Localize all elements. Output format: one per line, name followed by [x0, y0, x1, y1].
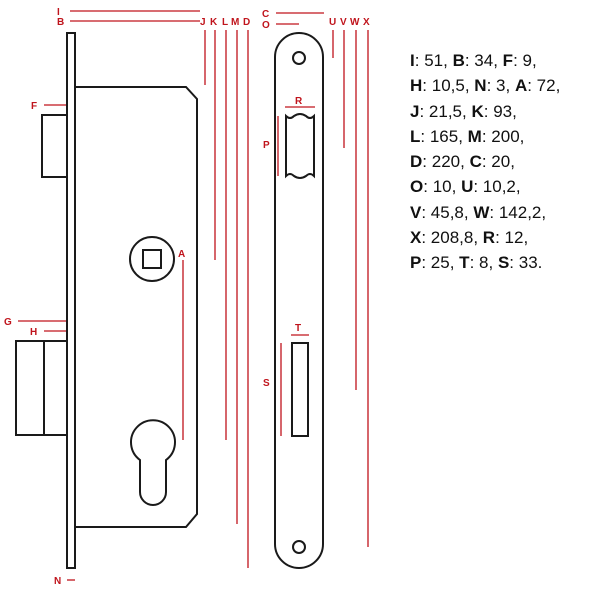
- label-g: G: [4, 317, 12, 328]
- label-f: F: [31, 101, 37, 112]
- legend-row: I: 51, B: 34, F: 9,: [410, 51, 537, 70]
- face-plate: [66, 32, 76, 569]
- latch-opening: [285, 113, 315, 179]
- legend-value: 72: [536, 76, 556, 96]
- legend-key: V: [410, 202, 422, 222]
- legend-key: K: [471, 101, 484, 121]
- front-plate: [274, 32, 324, 569]
- label-w: W: [350, 17, 360, 28]
- legend-key: R: [482, 228, 496, 248]
- legend-value: 165: [429, 126, 459, 146]
- label-o: O: [262, 20, 270, 31]
- label-m: M: [231, 17, 239, 28]
- follower-hub: [129, 236, 175, 282]
- label-r: R: [295, 96, 303, 107]
- legend-value: 93: [493, 101, 513, 121]
- legend-key: C: [469, 152, 482, 172]
- legend-key: T: [459, 253, 470, 273]
- legend-key: U: [461, 177, 474, 197]
- legend-key: I: [410, 51, 415, 70]
- legend-key: P: [410, 253, 422, 273]
- label-a: A: [178, 249, 185, 260]
- legend-value: 25: [430, 253, 450, 273]
- label-j: J: [200, 17, 206, 28]
- legend-value: 8: [479, 253, 489, 273]
- label-h: H: [30, 327, 37, 338]
- lock-body-side-view: [15, 32, 198, 569]
- legend-row: X: 208,8, R: 12,: [410, 228, 529, 248]
- dimension-lines: [18, 10, 369, 581]
- dimension-legend: I: 51, B: 34, F: 9, H: 10,5, N: 3, A: 72,…: [410, 48, 598, 276]
- legend-value: 21,5: [428, 101, 463, 121]
- legend-key: L: [410, 126, 421, 146]
- legend-key: M: [467, 126, 482, 146]
- legend-row: O: 10, U: 10,2,: [410, 177, 521, 197]
- legend-value: 142,2: [498, 202, 542, 222]
- label-u: U: [329, 17, 336, 28]
- legend-key: A: [514, 76, 528, 96]
- legend-row: H: 10,5, N: 3, A: 72,: [410, 76, 561, 96]
- legend-row: D: 220, C: 20,: [410, 152, 515, 172]
- legend-key: X: [410, 228, 422, 248]
- cylinder-cutout: [130, 419, 176, 506]
- legend-value: 10,2: [482, 177, 516, 197]
- legend-row: J: 21,5, K: 93,: [410, 101, 517, 121]
- dimension-letters: I B J K L M D C O U V W X F R P A G H T …: [4, 7, 370, 587]
- legend-value: 9: [522, 51, 532, 70]
- label-s: S: [263, 378, 270, 389]
- label-n: N: [54, 576, 61, 587]
- front-plate-view: [274, 32, 324, 569]
- legend-value: 51: [424, 51, 444, 70]
- legend-key: N: [474, 76, 487, 96]
- legend-key: F: [502, 51, 514, 70]
- legend-value: 3: [496, 76, 506, 96]
- legend-key: O: [410, 177, 424, 197]
- label-p: P: [263, 140, 270, 151]
- legend-value: 200: [491, 126, 520, 146]
- follower-square: [142, 249, 162, 269]
- label-d: D: [243, 17, 250, 28]
- label-x: X: [363, 17, 370, 28]
- legend-value: 10,5: [431, 76, 465, 96]
- top-screw-hole: [292, 51, 306, 65]
- label-v: V: [340, 17, 347, 28]
- label-b: B: [57, 17, 64, 28]
- label-i: I: [57, 7, 60, 18]
- legend-value: 12: [504, 228, 524, 248]
- legend-value: 20: [491, 152, 511, 172]
- legend-key: J: [410, 101, 420, 121]
- legend-key: W: [473, 202, 490, 222]
- legend-value: 208,8: [430, 228, 474, 248]
- label-c: C: [262, 9, 269, 20]
- label-k: K: [210, 17, 218, 28]
- legend-value: 33: [518, 253, 538, 273]
- legend-value: 45,8: [430, 202, 464, 222]
- dead-bolt: [15, 340, 68, 436]
- latch-bolt: [41, 114, 68, 178]
- legend-key: B: [452, 51, 465, 70]
- legend-row: L: 165, M: 200,: [410, 126, 525, 146]
- lock-case: [74, 86, 198, 528]
- bottom-screw-hole: [292, 540, 306, 554]
- legend-key: H: [410, 76, 423, 96]
- legend-row: V: 45,8, W: 142,2,: [410, 202, 547, 222]
- legend-key: S: [497, 253, 510, 273]
- label-t: T: [295, 323, 301, 334]
- legend-value: 34: [474, 51, 494, 70]
- legend-value: 10: [432, 177, 452, 197]
- legend-row: P: 25, T: 8, S: 33.: [410, 253, 543, 273]
- bolt-opening: [291, 342, 309, 437]
- label-l: L: [222, 17, 228, 28]
- legend-key: D: [410, 152, 423, 172]
- legend-value: 220: [431, 152, 461, 172]
